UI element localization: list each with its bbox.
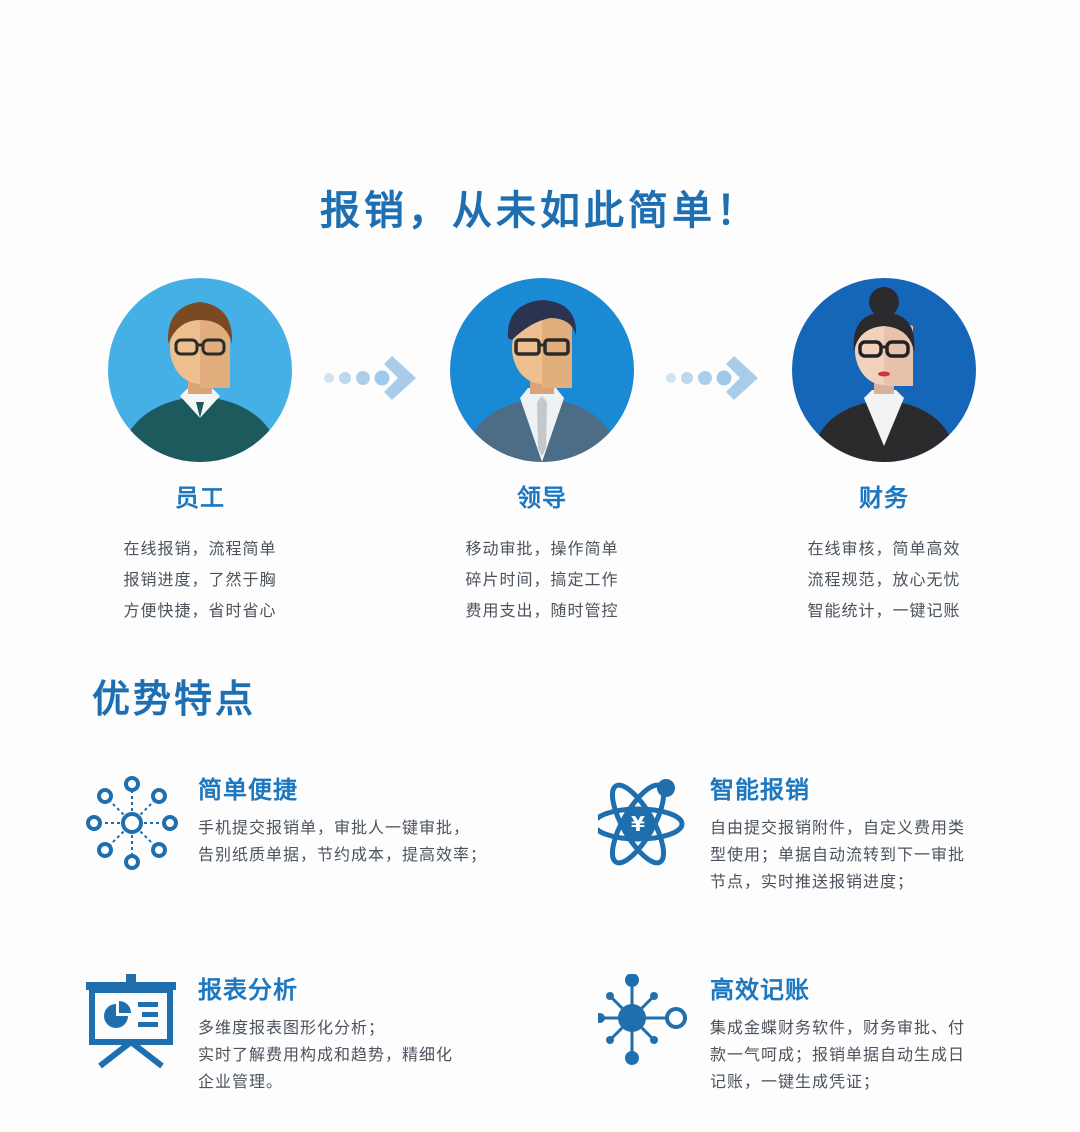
feature-line: 告别纸质单据，节约成本，提高效率； — [198, 845, 488, 864]
feature-title: 高效记账 — [710, 976, 810, 1004]
role-title: 财务 — [859, 484, 909, 512]
feature-description: 手机提交报销单，审批人一键审批， 告别纸质单据，节约成本，提高效率； — [198, 814, 487, 868]
feature-line: 多维度报表图形化分析； — [198, 1018, 386, 1037]
role-description: 移动审批，操作简单 碎片时间，搞定工作 费用支出，随时管控 — [442, 533, 642, 626]
feature-line: 记账，一键生成凭证； — [710, 1072, 881, 1091]
feature-title: 报表分析 — [198, 976, 298, 1004]
dotted-arrow-icon — [666, 356, 758, 400]
page-title: 报销，从未如此简单！ — [320, 188, 760, 234]
feature-line: 节点，实时推送报销进度； — [710, 872, 915, 891]
hub-nodes-icon — [598, 974, 687, 1065]
role-line: 费用支出，随时管控 — [465, 601, 619, 620]
feature-line: 企业管理。 — [198, 1072, 284, 1091]
feature-line: 自由提交报销附件，自定义费用类 — [710, 818, 966, 837]
feature-title: 智能报销 — [710, 776, 810, 804]
network-icon — [86, 776, 178, 870]
presentation-chart-icon — [86, 974, 176, 1069]
finance-avatar-icon — [792, 278, 976, 462]
role-line: 在线审核，简单高效 — [807, 539, 961, 558]
role-line: 碎片时间，搞定工作 — [465, 570, 619, 589]
employee-avatar-icon — [108, 278, 292, 462]
feature-title: 简单便捷 — [198, 776, 298, 804]
svg-text:¥: ¥ — [631, 812, 645, 836]
feature-description: 自由提交报销附件，自定义费用类 型使用；单据自动流转到下一审批 节点，实时推送报… — [710, 814, 965, 895]
dotted-arrow-icon — [324, 356, 416, 400]
role-description: 在线报销，流程简单 报销进度，了然于胸 方便快捷，省时省心 — [100, 533, 300, 626]
role-title: 员工 — [175, 484, 225, 512]
role-description: 在线审核，简单高效 流程规范，放心无忧 智能统计，一键记账 — [784, 533, 984, 626]
feature-description: 集成金蝶财务软件，财务审批、付 款一气呵成；报销单据自动生成日 记账，一键生成凭… — [710, 1014, 965, 1095]
role-leader: 领导 移动审批，操作简单 碎片时间，搞定工作 费用支出，随时管控 — [442, 278, 642, 626]
role-line: 在线报销，流程简单 — [123, 539, 277, 558]
feature-line: 集成金蝶财务软件，财务审批、付 — [710, 1018, 966, 1037]
role-line: 流程规范，放心无忧 — [807, 570, 961, 589]
role-line: 移动审批，操作简单 — [465, 539, 619, 558]
role-line: 方便快捷，省时省心 — [123, 601, 277, 620]
feature-line: 款一气呵成；报销单据自动生成日 — [710, 1045, 966, 1064]
role-finance: 财务 在线审核，简单高效 流程规范，放心无忧 智能统计，一键记账 — [784, 278, 984, 626]
section-title: 优势特点 — [92, 677, 257, 721]
feature-line: 型使用；单据自动流转到下一审批 — [710, 845, 966, 864]
role-line: 报销进度，了然于胸 — [123, 570, 277, 589]
role-line: 智能统计，一键记账 — [807, 601, 961, 620]
feature-line: 手机提交报销单，审批人一键审批， — [198, 818, 471, 837]
role-employee: 员工 在线报销，流程简单 报销进度，了然于胸 方便快捷，省时省心 — [100, 278, 300, 626]
atom-yuan-icon: ¥ — [598, 779, 685, 866]
role-title: 领导 — [517, 484, 567, 512]
feature-description: 多维度报表图形化分析； 实时了解费用构成和趋势，精细化 企业管理。 — [198, 1014, 453, 1095]
leader-avatar-icon — [450, 278, 634, 462]
feature-line: 实时了解费用构成和趋势，精细化 — [198, 1045, 454, 1064]
